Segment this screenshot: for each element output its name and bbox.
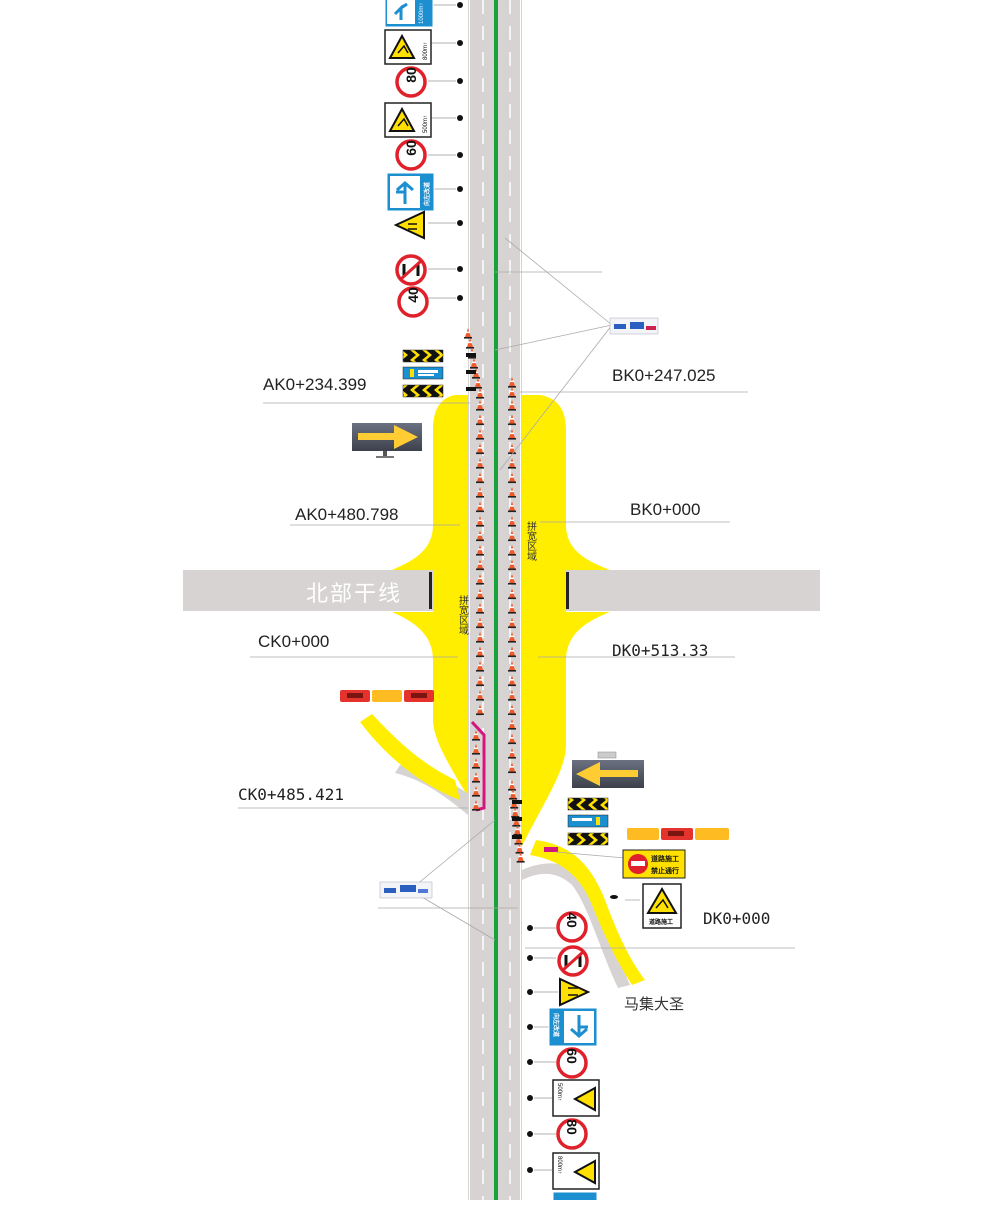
median-green-line (494, 0, 498, 1200)
no-overtaking-sign-bottom (557, 945, 589, 977)
barrier-magenta-left (470, 720, 486, 812)
detour-sign-bottom-partial (552, 1191, 598, 1205)
cross-road-label: 北部干线 (306, 581, 402, 606)
vehicle-flasher-top (609, 317, 659, 335)
left-detour-sign: 向左改道 (386, 172, 435, 212)
side-road-label: 马集大圣 (624, 995, 684, 1013)
no-overtaking-icon (402, 264, 420, 276)
chevron-right-board (402, 384, 444, 398)
station-label-dk-end: DK0+000 (703, 909, 770, 928)
no-overtaking-icon (564, 955, 582, 967)
bottom-sign-column: 40 向左改道 60 500m↑ (527, 911, 600, 1205)
left-detour-sign-bottom: 向左改道 (548, 1007, 598, 1047)
svg-text:80: 80 (564, 1119, 580, 1135)
no-overtaking-sign (395, 254, 427, 286)
svg-text:500m↑: 500m↑ (423, 115, 429, 133)
speed-limit-sign-80-bottom: 80 (556, 1118, 588, 1150)
lower-chevron-boards (512, 797, 609, 846)
svg-text:60: 60 (564, 1048, 580, 1064)
road-narrows-icon (408, 223, 417, 230)
svg-text:60: 60 (403, 140, 419, 156)
svg-text:40: 40 (405, 287, 421, 303)
svg-text:道路施工: 道路施工 (651, 854, 679, 863)
ramp-dk-grey (522, 863, 630, 988)
road-narrows-warning-sign (393, 210, 425, 240)
water-barrier-left (340, 690, 434, 702)
road-narrows-icon (568, 987, 578, 996)
road-work-icon (572, 1159, 596, 1185)
road-work-icon (572, 1086, 596, 1112)
road-work-sign-500m: 500m↑ (384, 102, 432, 138)
svg-text:禁止通行: 禁止通行 (650, 866, 679, 875)
road-work-sign-800m: 800m↑ (384, 29, 432, 65)
speed-limit-sign-40-bottom: 40 (556, 911, 588, 943)
road-work-sign-800m-bottom: 800m↑ (552, 1152, 600, 1190)
station-label-bk-start: BK0+247.025 (612, 366, 716, 385)
widening-label-right: 拼宽区域 (525, 520, 537, 561)
station-label-dk-start: DK0+513.33 (612, 641, 708, 660)
left-detour-icon (570, 1015, 588, 1038)
svg-text:80: 80 (403, 67, 419, 83)
detour-sign-1000m: 1000m↑ (384, 0, 434, 28)
ramp-dk-yellow (530, 840, 645, 985)
speed-limit-sign-60-bottom: 60 (556, 1047, 588, 1079)
barrier-magenta-right (544, 847, 558, 852)
chevron-left-board (567, 797, 609, 811)
widening-label-left: 拼宽区域 (457, 594, 469, 635)
road-closed-sign: 道路施工 禁止通行 (622, 849, 686, 879)
main-road-left (468, 0, 494, 1200)
ramp-ck-grey (395, 765, 470, 815)
speed-limit-sign-80: 80 (395, 66, 427, 98)
upper-chevron-boards (402, 349, 476, 398)
arrow-left-icon (576, 762, 638, 786)
svg-text:800m↑: 800m↑ (556, 1156, 562, 1174)
vehicle-flasher-bottom (379, 881, 433, 899)
ramp-ck-yellow (360, 714, 460, 800)
svg-text:道路施工: 道路施工 (649, 918, 673, 926)
station-labels: AK0+234.399 BK0+247.025 AK0+480.798 BK0+… (238, 366, 770, 1013)
road-narrows-warning-sign-bottom (559, 977, 591, 1007)
road-work-sign-500m-bottom: 500m↑ (552, 1079, 600, 1117)
arrow-panel-left (572, 751, 644, 788)
widening-area-right (520, 395, 610, 850)
svg-text:向左改道: 向左改道 (552, 1013, 560, 1037)
arrow-right-icon (358, 425, 418, 449)
station-label-ck-start: CK0+000 (258, 632, 329, 651)
cross-road-right (566, 570, 820, 611)
svg-text:800m↑: 800m↑ (423, 42, 429, 60)
detour-arrow-icon (393, 2, 408, 20)
station-label-ak-start: AK0+234.399 (263, 375, 367, 394)
speed-limit-sign-60: 60 (395, 139, 427, 171)
water-barrier-right (627, 828, 729, 840)
widening-area-left (392, 395, 470, 800)
top-sign-column: 1000m↑ 800m↑ 80 500m↑ 60 (384, 0, 463, 318)
station-label-ck-end: CK0+485.421 (238, 785, 344, 804)
left-detour-icon (396, 181, 414, 204)
speed-limit-sign-40-top: 40 (397, 286, 429, 318)
chevron-right-board (402, 349, 444, 363)
svg-text:向左改道: 向左改道 (423, 182, 431, 206)
station-label-bk-end: BK0+000 (630, 500, 700, 519)
chevron-left-board (567, 832, 609, 846)
svg-text:1000m↑: 1000m↑ (419, 3, 425, 24)
cross-road-left (183, 570, 433, 611)
svg-text:40: 40 (564, 912, 580, 928)
arrow-panel-right (352, 423, 422, 458)
road-work-sign: 道路施工 (610, 883, 682, 929)
svg-text:500m↑: 500m↑ (556, 1083, 562, 1101)
station-label-ak-end: AK0+480.798 (295, 505, 399, 524)
